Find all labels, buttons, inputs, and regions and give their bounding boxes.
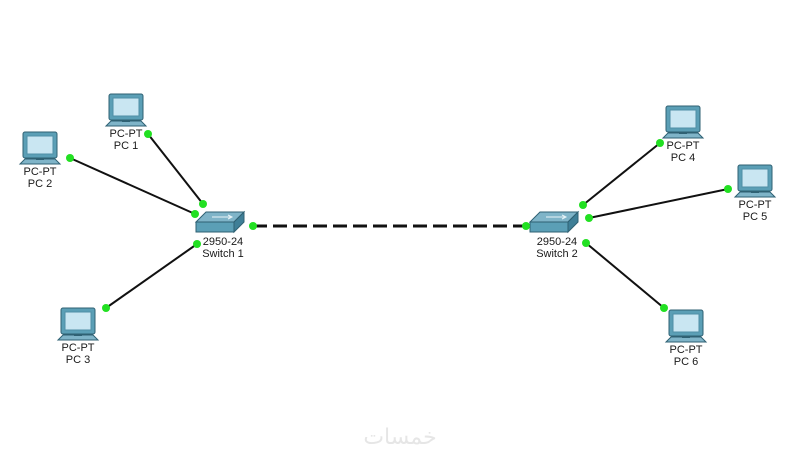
link-status-light-pc5-sw2-b — [585, 214, 593, 222]
pc-icon-pc3[interactable] — [56, 307, 100, 341]
cable-pc6-sw2[interactable] — [585, 242, 665, 309]
devices-layer — [18, 93, 777, 343]
link-status-light-sw1-sw2-b — [522, 222, 530, 230]
device-name-text: PC 4 — [670, 152, 696, 164]
cable-pc4-sw2[interactable] — [582, 142, 661, 206]
device-model-text: PC-PT — [109, 128, 143, 140]
device-name-text: Switch 1 — [202, 248, 244, 260]
cable-pc2-sw1[interactable] — [69, 157, 196, 215]
pc-icon-pc1[interactable] — [104, 93, 148, 127]
link-status-light-sw1-sw2-a — [249, 222, 257, 230]
device-name-text: PC 6 — [673, 356, 699, 368]
link-status-light-pc2-sw1-a — [66, 154, 74, 162]
link-status-light-pc3-sw1-a — [102, 304, 110, 312]
link-status-light-pc4-sw2-b — [579, 201, 587, 209]
link-status-layer — [66, 130, 732, 312]
link-status-light-pc6-sw2-b — [582, 239, 590, 247]
cable-pc1-sw1[interactable] — [147, 133, 204, 205]
switch-icon-sw2[interactable] — [528, 210, 580, 234]
device-model-text: PC-PT — [61, 342, 95, 354]
link-status-light-pc1-sw1-a — [144, 130, 152, 138]
pc-icon-pc4[interactable] — [661, 105, 705, 139]
link-status-light-pc2-sw1-b — [191, 210, 199, 218]
device-name-text: PC 2 — [27, 178, 53, 190]
cable-pc3-sw1[interactable] — [105, 243, 198, 309]
links-layer — [69, 133, 729, 309]
device-model-text: 2950-24 — [536, 236, 578, 248]
link-status-light-pc6-sw2-a — [660, 304, 668, 312]
device-model-text: PC-PT — [666, 140, 700, 152]
watermark-logo: خمسات — [363, 425, 437, 450]
device-name-text: PC 3 — [65, 354, 91, 366]
device-name-text: PC 5 — [742, 211, 768, 223]
link-status-light-pc1-sw1-b — [199, 200, 207, 208]
device-model-text: PC-PT — [23, 166, 57, 178]
pc-icon-pc2[interactable] — [18, 131, 62, 165]
device-model-text: PC-PT — [669, 344, 703, 356]
pc-icon-pc6[interactable] — [664, 309, 708, 343]
switch-icon-sw1[interactable] — [194, 210, 246, 234]
link-status-light-pc3-sw1-b — [193, 240, 201, 248]
device-model-text: 2950-24 — [202, 236, 244, 248]
device-model-text: PC-PT — [738, 199, 772, 211]
cable-pc5-sw2[interactable] — [588, 188, 729, 219]
device-name-text: PC 1 — [113, 140, 139, 152]
device-name-text: Switch 2 — [536, 248, 578, 260]
link-status-light-pc4-sw2-a — [656, 139, 664, 147]
pc-icon-pc5[interactable] — [733, 164, 777, 198]
link-status-light-pc5-sw2-a — [724, 185, 732, 193]
